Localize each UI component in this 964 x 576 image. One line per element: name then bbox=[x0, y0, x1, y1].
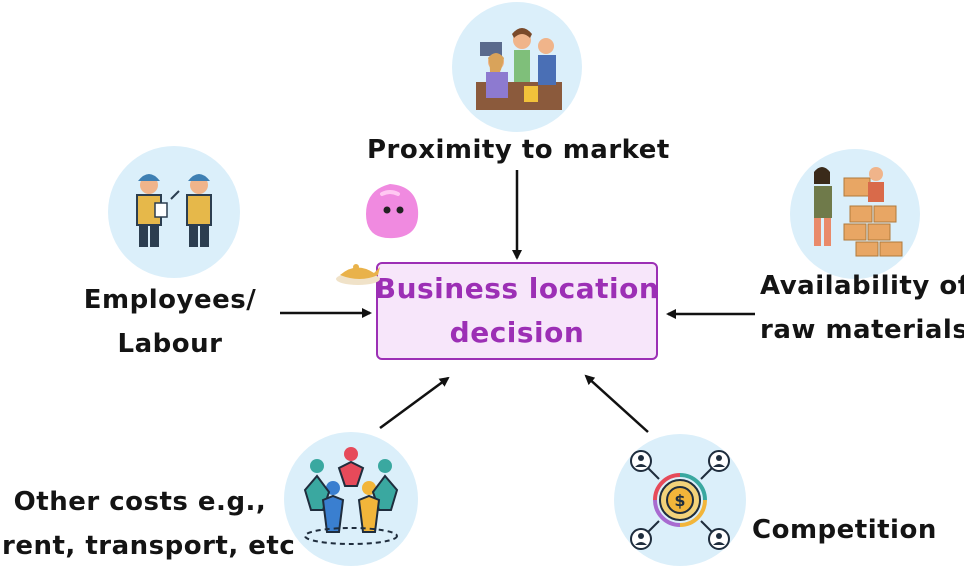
employees-line1: Employees/ bbox=[83, 285, 257, 315]
magic-lamp-icon bbox=[336, 264, 380, 285]
svg-text:$: $ bbox=[674, 491, 685, 510]
center-title-line2: decision bbox=[449, 316, 585, 349]
employees-label: Employees/ Labour bbox=[60, 278, 280, 366]
arrow-competition bbox=[584, 374, 649, 433]
center-title-line1: Business location bbox=[374, 272, 660, 305]
other-costs-line2: rent, transport, etc bbox=[2, 531, 296, 561]
arrow-other-costs bbox=[379, 376, 450, 430]
workers-icon bbox=[136, 174, 212, 247]
employees-line2: Labour bbox=[117, 329, 223, 359]
competition-label: Competition bbox=[752, 515, 937, 545]
other-costs-line1: Other costs e.g., bbox=[13, 487, 267, 517]
raw-materials-line2: raw materials bbox=[760, 315, 964, 345]
market-label: Proximity to market bbox=[367, 135, 670, 165]
boxes-delivery-icon bbox=[814, 167, 903, 257]
employees-circle bbox=[108, 146, 240, 278]
center-decision-box: Business location decision bbox=[374, 262, 660, 360]
shop-counter-icon bbox=[476, 28, 562, 110]
competition-network-icon: $ bbox=[630, 450, 730, 550]
raw-materials-line1: Availability of bbox=[760, 271, 964, 301]
other-costs-label: Other costs e.g., rent, transport, etc bbox=[2, 480, 296, 568]
team-people-icon bbox=[303, 447, 399, 545]
raw-materials-label: Availability of raw materials bbox=[760, 264, 964, 352]
pink-blob-mascot-icon bbox=[366, 184, 419, 239]
